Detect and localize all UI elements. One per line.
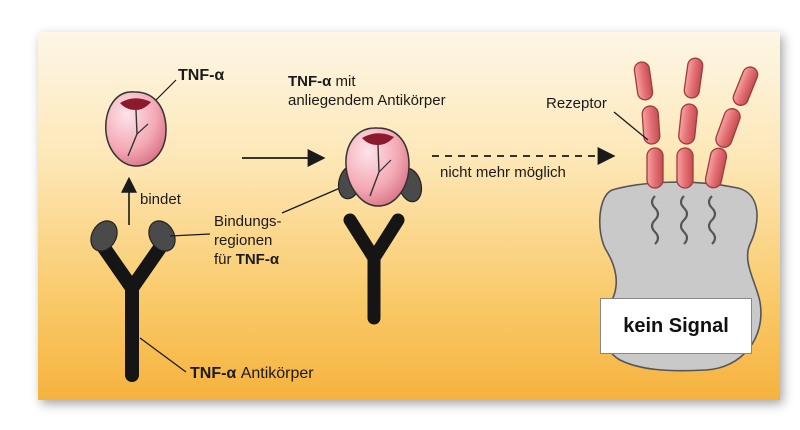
no-signal-label: kein Signal bbox=[623, 314, 729, 337]
receptor-pointer-line bbox=[613, 111, 649, 141]
binding-pointer-line-2 bbox=[281, 187, 341, 214]
free-antibody bbox=[90, 220, 176, 382]
tnf-with-antibody-label: TNF-α mit anliegendem Antikörper bbox=[288, 73, 446, 109]
binding-regions-label: Bindungs- regionen für TNF-α bbox=[214, 213, 282, 268]
binds-label: bindet bbox=[140, 191, 181, 208]
receptor-chain-2 bbox=[676, 57, 704, 189]
tnf-alpha-label: TNF-α bbox=[178, 67, 225, 84]
antibody-pointer-line bbox=[139, 337, 187, 373]
receptor-chain-1 bbox=[633, 61, 664, 189]
tnf-pointer-line bbox=[155, 79, 177, 101]
binding-region-left bbox=[90, 220, 118, 252]
no-signal-box: kein Signal bbox=[600, 298, 752, 354]
free-tnf-protein bbox=[105, 91, 167, 167]
receptor-tails bbox=[650, 195, 717, 245]
binding-pointer-line bbox=[169, 233, 211, 237]
antibody-label: TNF-α Antikörper bbox=[190, 365, 314, 382]
receptor-label: Rezeptor bbox=[546, 95, 607, 112]
binding-region-right bbox=[148, 220, 176, 252]
no-longer-possible-label: nicht mehr möglich bbox=[440, 164, 566, 181]
receptor-chain-3 bbox=[704, 66, 759, 189]
bound-complex bbox=[337, 127, 423, 325]
